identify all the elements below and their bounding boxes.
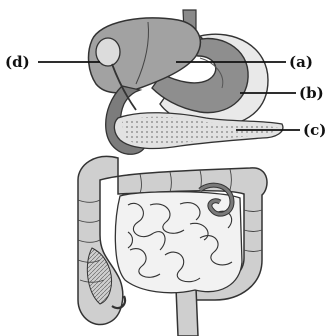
label-b: (b) bbox=[299, 84, 324, 102]
label-d: (d) bbox=[5, 53, 30, 71]
small-intestine bbox=[115, 192, 242, 293]
label-c: (c) bbox=[303, 121, 326, 139]
label-a: (a) bbox=[289, 53, 313, 71]
rectum bbox=[176, 288, 198, 336]
